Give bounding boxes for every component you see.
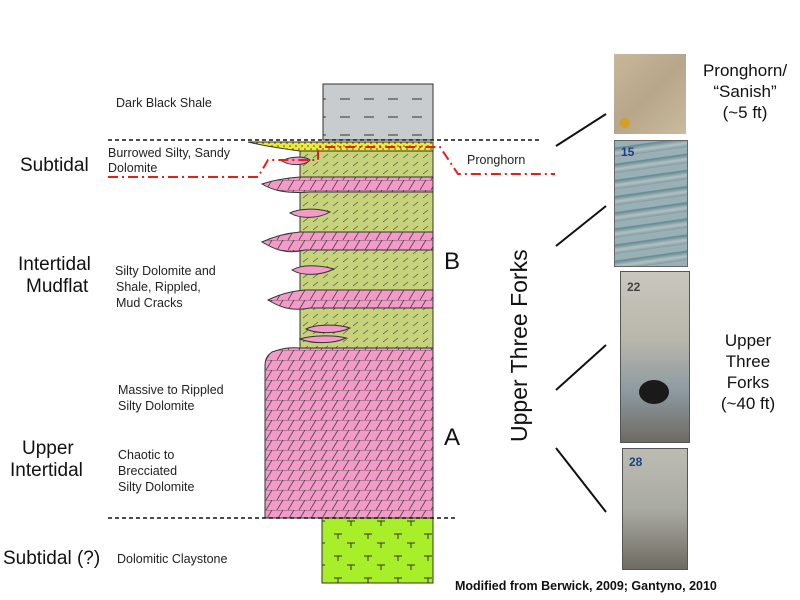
core-photo-box-28: 28	[622, 448, 688, 570]
coin-icon	[620, 118, 630, 128]
dolomite-bed	[260, 231, 434, 253]
pronghorn-photo-label: Pronghorn/ “Sanish” (~5 ft)	[690, 60, 800, 123]
pronghorn-label-line3: (~5 ft)	[722, 103, 768, 122]
dolomite-bed	[266, 289, 434, 310]
lith-chaotic-line1: Chaotic to	[118, 448, 175, 462]
upper-three-forks-photo-label: Upper Three Forks (~40 ft)	[700, 330, 796, 414]
lith-silty-line2: Shale, Rippled,	[116, 280, 201, 294]
core-photo-box-15: 15	[614, 140, 688, 267]
lith-massive-line2: Silty Dolomite	[118, 399, 195, 413]
shale-layer	[322, 83, 434, 141]
dolomite-lens	[298, 335, 348, 344]
pronghorn-label-line1: Pronghorn/	[702, 61, 788, 80]
env-subtidal: Subtidal	[20, 155, 89, 176]
connector-line	[555, 344, 607, 391]
source-credit: Modified from Berwick, 2009; Gantyno, 20…	[455, 579, 717, 593]
lith-silty-line3: Mud Cracks	[116, 296, 183, 310]
core-box-number: 15	[621, 145, 635, 159]
connector-line	[555, 205, 607, 247]
env-upper: Upper	[22, 438, 74, 459]
dolomite-lens	[304, 324, 352, 334]
lith-burrowed-line1: Burrowed Silty, Sandy	[108, 146, 231, 160]
upper-three-forks-vertical-label: Upper Three Forks	[506, 249, 532, 442]
utf-label-line4: (~40 ft)	[720, 394, 776, 413]
lith-burrowed-line2: Dolomite	[108, 161, 158, 175]
env-mudflat: Mudflat	[26, 276, 89, 297]
connector-line	[555, 113, 607, 147]
dolomite-lens	[288, 208, 332, 218]
dolomite-bed	[260, 176, 434, 193]
core-hole-icon	[639, 380, 669, 404]
connector-line	[555, 447, 607, 513]
lith-dark-black-shale: Dark Black Shale	[116, 96, 212, 110]
unit-b-label: B	[444, 248, 461, 275]
pronghorn-label-line2: “Sanish”	[713, 82, 777, 101]
utf-label-line3: Forks	[726, 373, 770, 392]
core-box-number: 28	[629, 455, 643, 469]
utf-label-line1: Upper	[724, 331, 772, 350]
core-photo-box-22: 22	[620, 271, 690, 443]
lith-massive-line1: Massive to Rippled	[118, 383, 224, 397]
lith-chaotic-line3: Silty Dolomite	[118, 480, 195, 494]
lith-silty-line1: Silty Dolomite and	[115, 264, 216, 278]
env-upper-intertidal: Intertidal	[10, 460, 83, 481]
utf-label-line2: Three	[725, 352, 771, 371]
lith-dolomitic-claystone: Dolomitic Claystone	[117, 552, 228, 566]
dolomite-lens	[291, 265, 336, 275]
claystone-layer	[321, 517, 434, 584]
core-photo-pronghorn	[614, 54, 686, 134]
lith-chaotic-line2: Brecciated	[118, 464, 178, 478]
unit-pronghorn-label: Pronghorn	[467, 153, 526, 167]
core-box-number: 22	[627, 280, 641, 294]
pronghorn-base-line	[108, 146, 555, 178]
env-subtidal-questionable: Subtidal (?)	[3, 548, 101, 569]
massive-dolomite-layer	[264, 347, 434, 519]
env-intertidal: Intertidal	[18, 254, 91, 275]
unit-a-label: A	[444, 424, 461, 451]
